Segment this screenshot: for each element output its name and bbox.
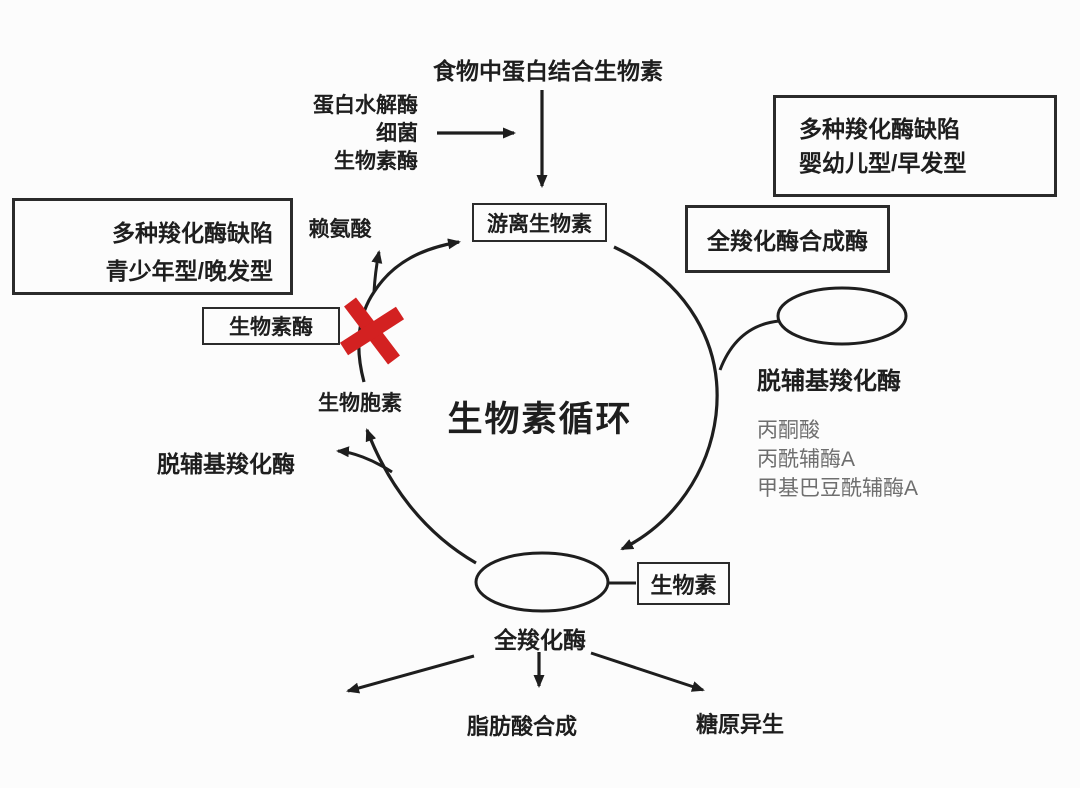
holocarboxylase-synthetase-label: 全羧化酶合成酶 — [707, 228, 868, 254]
substrate-pyruvate: 丙酮酸 — [757, 419, 820, 442]
biotin-box: 生物素 — [637, 562, 730, 605]
deficiency-line: 青少年型/晚发型 — [105, 258, 273, 284]
deficiency-line: 婴幼儿型/早发型 — [799, 150, 967, 176]
early-onset-deficiency-box: 多种羧化酶缺陷 婴幼儿型/早发型 — [773, 95, 1057, 197]
deficiency-line: 多种羧化酶缺陷 — [112, 220, 273, 246]
deficiency-line: 多种羧化酶缺陷 — [799, 116, 960, 142]
substrate-propionyl-coa: 丙酰辅酶A — [757, 448, 856, 471]
cycle-title: 生物素循环 — [447, 400, 633, 439]
free-biotin-box: 游离生物素 — [472, 203, 607, 242]
biotinidase-box: 生物素酶 — [202, 307, 340, 345]
red-x-block-icon — [339, 297, 405, 365]
fatty-acid-synthesis-label: 脂肪酸合成 — [466, 714, 577, 739]
holocarboxylase-synthetase-box: 全羧化酶合成酶 — [685, 205, 890, 273]
free-biotin-label: 游离生物素 — [487, 212, 592, 236]
biotin-label: 生物素 — [650, 572, 717, 598]
enzyme-item-biotinidase: 生物素酶 — [334, 150, 418, 173]
connector-synthetase-to-arc — [718, 319, 780, 371]
gluconeogenesis-label: 糖原异生 — [695, 712, 784, 737]
lysine-label: 赖氨酸 — [308, 218, 372, 241]
enzyme-list: 蛋白水解酶 细菌 生物素酶 — [288, 92, 418, 176]
apocarboxylase-left-label: 脱辅基羧化酶 — [157, 451, 295, 477]
holocarboxylase-label: 全羧化酶 — [494, 627, 586, 653]
apocarboxylase-right-label: 脱辅基羧化酶 — [757, 368, 901, 395]
enzyme-item-bacteria: 细菌 — [376, 122, 418, 145]
food-biotin-label: 食物中蛋白结合生物素 — [433, 58, 663, 84]
biocytin-label: 生物胞素 — [318, 392, 402, 415]
substrate-methylcrotonyl-coa: 甲基巴豆酰辅酶A — [757, 477, 919, 500]
enzyme-item-protease: 蛋白水解酶 — [313, 94, 418, 117]
substrate-list: 丙酮酸 丙酰辅酶A 甲基巴豆酰辅酶A — [757, 416, 918, 503]
late-onset-deficiency-box: 多种羧化酶缺陷 青少年型/晚发型 — [12, 198, 293, 295]
arrow-to-apocarboxylase-left — [336, 446, 393, 474]
synthetase-ellipse — [776, 286, 908, 346]
cycle-arc-left-upper — [357, 238, 461, 383]
arrow-to-left-product — [346, 654, 475, 694]
cycle-arc-right — [613, 245, 719, 551]
arrow-to-gluconeogenesis — [590, 651, 705, 692]
arrow-to-lysine — [371, 250, 383, 293]
holocarboxylase-ellipse — [474, 551, 610, 613]
cycle-arc-left-lower — [365, 428, 477, 565]
biotinidase-label: 生物素酶 — [229, 316, 313, 339]
